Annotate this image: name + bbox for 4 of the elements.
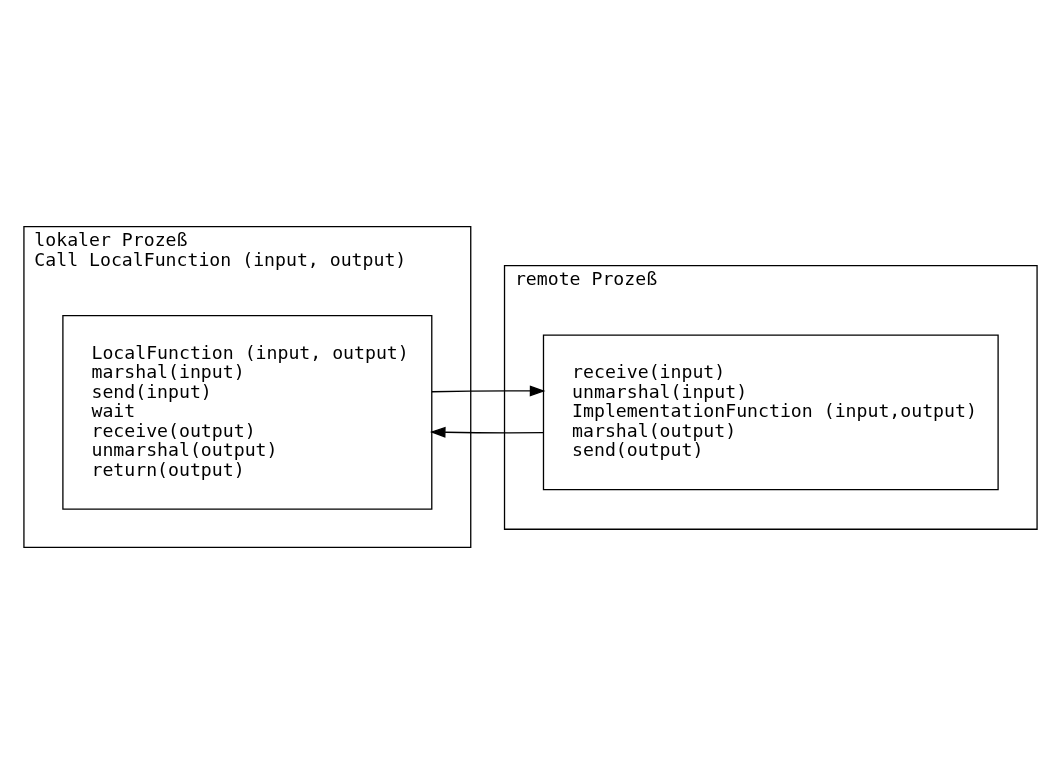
arrow	[431, 385, 546, 396]
arrow	[429, 426, 545, 438]
node-box: receive(input) unmarshal(input) ImplementationFunction (input,output) marshal(output) send(output)	[542, 333, 999, 490]
node-box: LocalFunction (input, output) marshal(input) send(input) wait receive(output) unmarshal(output) return(output)	[62, 314, 433, 510]
